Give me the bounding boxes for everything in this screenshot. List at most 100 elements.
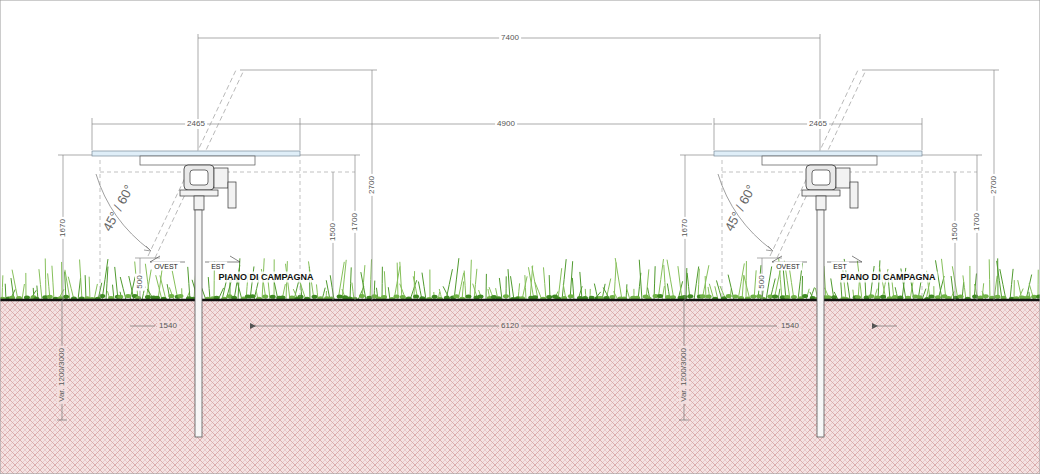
grass-blade bbox=[422, 273, 426, 300]
grass-tuft bbox=[413, 295, 419, 299]
grass-blade bbox=[181, 288, 182, 300]
dimension: Var. 1200/3000 bbox=[57, 346, 67, 404]
ground-label: PIANO DI CAMPAGNA bbox=[839, 272, 938, 283]
grass-blade bbox=[382, 267, 383, 300]
grass-tuft bbox=[177, 294, 183, 298]
grass-blade bbox=[686, 268, 688, 300]
grass-blade bbox=[443, 286, 450, 300]
grass-tuft bbox=[400, 295, 406, 299]
grass-blade bbox=[778, 289, 780, 300]
grass-tuft bbox=[880, 295, 886, 299]
grass-blade bbox=[667, 260, 674, 300]
grass-tuft bbox=[503, 294, 509, 298]
grass-blade bbox=[941, 259, 946, 300]
grass-tuft bbox=[393, 294, 399, 298]
grass-tuft bbox=[117, 295, 123, 299]
grass-tuft bbox=[831, 295, 837, 299]
dimension: 2700 bbox=[367, 174, 377, 196]
grass-blade bbox=[639, 260, 642, 300]
dimension: 2465 bbox=[807, 119, 829, 129]
grass-tuft bbox=[465, 295, 471, 299]
grass-blade bbox=[464, 271, 466, 300]
direction-label: OVEST bbox=[152, 262, 180, 271]
grass-blade bbox=[580, 272, 582, 300]
dimension: 1500 bbox=[328, 221, 338, 243]
grass-tuft bbox=[687, 294, 693, 298]
grass-tuft bbox=[312, 295, 318, 299]
grass-tuft bbox=[453, 294, 459, 298]
dimension: 7400 bbox=[499, 33, 521, 43]
grass-blade bbox=[80, 260, 82, 300]
grass-tuft bbox=[47, 295, 53, 299]
grass-blade bbox=[188, 267, 190, 300]
dimension: 1500 bbox=[950, 221, 960, 243]
grass-tuft bbox=[706, 295, 712, 299]
grass-blade bbox=[603, 287, 610, 300]
grass-tuft bbox=[262, 295, 268, 299]
grass-tuft bbox=[546, 295, 552, 299]
grass-tuft bbox=[381, 295, 387, 299]
grass-tuft bbox=[298, 295, 304, 299]
grass-blade bbox=[562, 259, 566, 300]
grass-tuft bbox=[825, 295, 831, 299]
grass-blade bbox=[68, 277, 74, 300]
grass-tuft bbox=[145, 295, 151, 299]
grass-blade bbox=[39, 269, 42, 300]
grass-blade bbox=[746, 261, 747, 300]
grass-blade bbox=[720, 286, 726, 300]
grass-tuft bbox=[928, 294, 934, 298]
grass-tuft bbox=[892, 295, 898, 299]
grass-blade bbox=[160, 275, 166, 300]
grass-tuft bbox=[478, 295, 484, 299]
grass-blade bbox=[330, 275, 334, 300]
grass-blade bbox=[342, 260, 346, 300]
grass-blade bbox=[511, 276, 514, 300]
grass-blade bbox=[454, 258, 459, 300]
grass-blade bbox=[615, 258, 622, 300]
dimension: Var. 1200/3000 bbox=[679, 346, 689, 404]
dimension: 500 bbox=[757, 273, 767, 290]
grass-tuft bbox=[700, 294, 706, 298]
grass-tuft bbox=[1036, 294, 1040, 298]
grass-tuft bbox=[784, 295, 790, 299]
grass-blade bbox=[400, 262, 402, 300]
grass-blade bbox=[716, 280, 722, 300]
grass-blade bbox=[397, 263, 399, 300]
grass-blade bbox=[951, 276, 954, 300]
grass-blade bbox=[525, 275, 526, 300]
grass-tuft bbox=[935, 295, 941, 299]
grass-blade bbox=[102, 259, 108, 300]
grass-tuft bbox=[568, 294, 574, 298]
angle-label: 45° / 60° bbox=[721, 181, 760, 236]
grass-tuft bbox=[855, 295, 861, 299]
grass-tuft bbox=[732, 295, 738, 299]
grass-blade bbox=[558, 268, 562, 300]
grass-blade bbox=[45, 258, 47, 300]
grass-tuft bbox=[868, 294, 874, 298]
grass-blade bbox=[169, 287, 174, 300]
grass-tuft bbox=[772, 295, 778, 299]
grass-blade bbox=[338, 262, 344, 300]
grass-blade bbox=[627, 288, 630, 300]
grass-tuft bbox=[337, 295, 343, 299]
grass-tuft bbox=[125, 294, 131, 298]
dimension: 1670 bbox=[58, 217, 68, 239]
grass-blade bbox=[85, 275, 87, 300]
dimension: 1540 bbox=[779, 321, 801, 331]
grass-blade bbox=[969, 266, 970, 300]
grass-tuft bbox=[802, 294, 808, 298]
direction-label: OVEST bbox=[774, 262, 802, 271]
grass-tuft bbox=[983, 294, 989, 298]
dimension: 1670 bbox=[680, 217, 690, 239]
grass-blade bbox=[658, 259, 664, 300]
grass-blade bbox=[89, 277, 91, 300]
grass-blade bbox=[678, 266, 682, 300]
grass-blade bbox=[446, 269, 452, 300]
grass-tuft bbox=[958, 294, 964, 298]
grass-tuft bbox=[791, 295, 797, 299]
dimension: 2700 bbox=[989, 174, 999, 196]
dimension: 1540 bbox=[157, 321, 179, 331]
grass-blade bbox=[486, 274, 487, 300]
dimension: 2465 bbox=[185, 119, 207, 129]
